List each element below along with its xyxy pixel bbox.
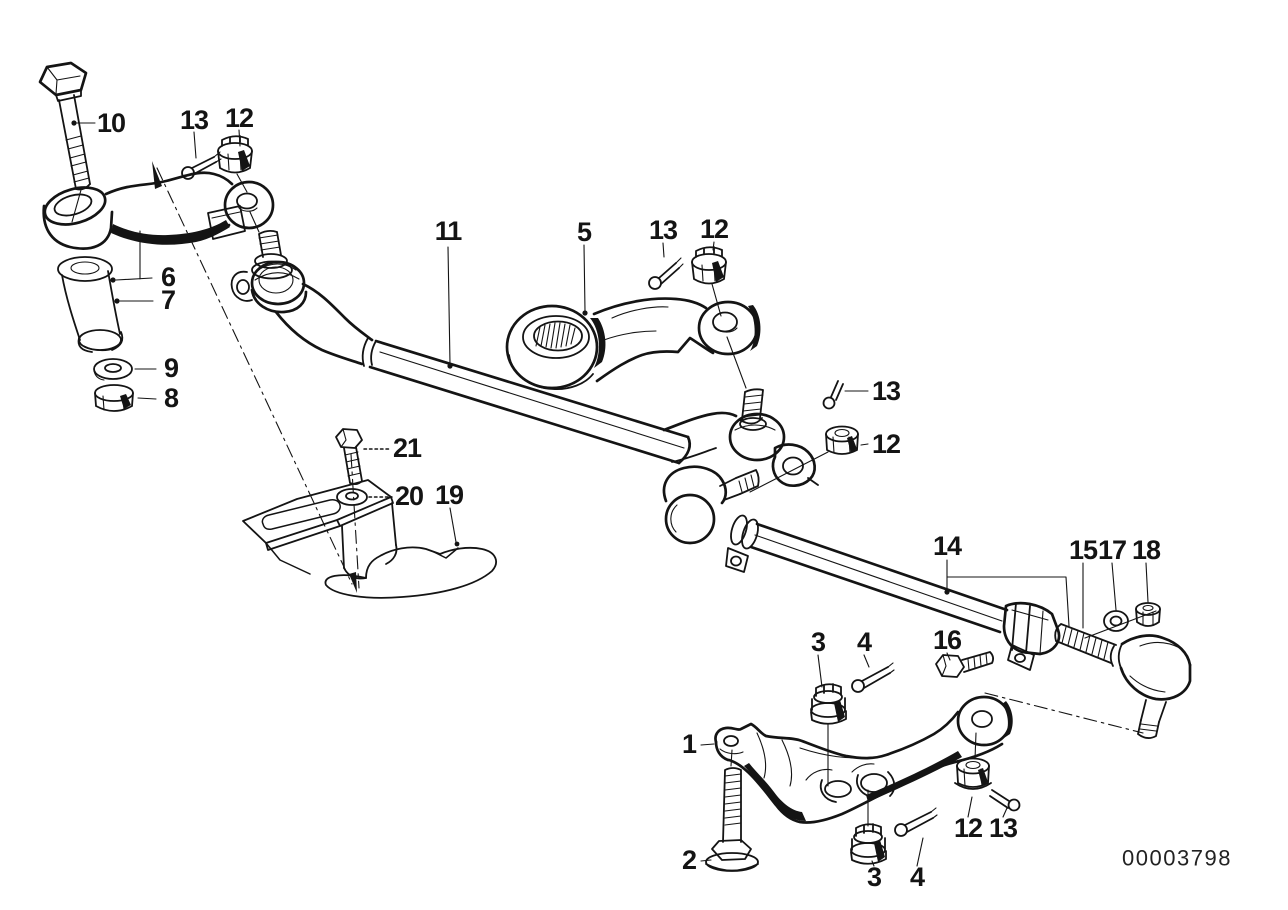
callout-9: 9 xyxy=(164,353,179,383)
callout-5: 5 xyxy=(577,217,592,247)
callout-13-subframe: 13 xyxy=(989,813,1018,843)
callout-21: 21 xyxy=(393,433,422,463)
callout-7: 7 xyxy=(161,285,175,315)
bolt-hex-10 xyxy=(38,61,91,223)
callout-18: 18 xyxy=(1132,535,1161,565)
callout-13-idler: 13 xyxy=(649,215,678,245)
castle-nut-12-top xyxy=(217,135,260,233)
callout-12-subframe: 12 xyxy=(954,813,982,843)
bracket-19 xyxy=(242,479,497,599)
castle-nut-12-idler xyxy=(691,246,727,285)
callout-14: 14 xyxy=(933,531,962,561)
callout-1: 1 xyxy=(682,729,697,759)
callout-10: 10 xyxy=(97,108,125,138)
callout-17: 17 xyxy=(1098,535,1126,565)
leader-lines xyxy=(71,120,1149,867)
callout-15: 15 xyxy=(1069,535,1098,565)
cotter-pin-4-bottom xyxy=(894,807,938,837)
assembly-line-tierod-stud xyxy=(749,451,829,493)
callout-labels: 10 13 12 6 7 9 8 11 5 13 12 13 12 21 20 … xyxy=(97,103,1162,892)
hex-nut-12-subframe xyxy=(954,732,992,790)
tie-rod xyxy=(662,465,1061,671)
callout-13-draglink: 13 xyxy=(872,376,901,406)
hex-nut-12-draglink xyxy=(825,425,859,455)
bushing-3-bottom xyxy=(850,789,887,865)
drawing-number: 00003798 xyxy=(1122,846,1232,871)
callout-12-top: 12 xyxy=(225,103,253,133)
callout-19: 19 xyxy=(435,480,464,510)
drag-link xyxy=(230,260,819,487)
cotter-pin-13-draglink xyxy=(822,380,844,410)
steering-box-bushing-stack xyxy=(57,256,134,412)
callout-13-top: 13 xyxy=(180,105,209,135)
callout-16: 16 xyxy=(933,625,962,655)
tie-rod-end xyxy=(1109,634,1192,739)
callout-11: 11 xyxy=(435,216,463,246)
bolt-2 xyxy=(705,749,759,872)
callout-8: 8 xyxy=(164,383,179,413)
cotter-pin-4-top xyxy=(851,662,895,693)
cotter-pin-13-idler xyxy=(648,257,684,290)
callout-20: 20 xyxy=(395,481,423,511)
callout-3-top: 3 xyxy=(811,627,826,657)
callout-4-top: 4 xyxy=(857,627,872,657)
bolt-21 xyxy=(335,428,363,486)
axis-lines xyxy=(152,161,1144,734)
bolt-16 xyxy=(935,651,995,678)
bushing-3-top xyxy=(810,683,847,787)
callout-3-bottom: 3 xyxy=(867,862,882,892)
callout-6: 6 xyxy=(161,262,176,292)
washer-17 xyxy=(1103,610,1129,632)
nut-18 xyxy=(1135,602,1161,627)
callout-2: 2 xyxy=(682,845,696,875)
washer-20 xyxy=(336,488,368,506)
callout-12-draglink: 12 xyxy=(872,429,900,459)
idler-arm xyxy=(505,283,761,390)
callout-4-bottom: 4 xyxy=(910,862,925,892)
pitman-arm xyxy=(42,171,293,280)
callout-12-idler: 12 xyxy=(700,214,728,244)
support-arm-1 xyxy=(714,695,1013,824)
cotter-pin-13-subframe xyxy=(989,789,1021,812)
